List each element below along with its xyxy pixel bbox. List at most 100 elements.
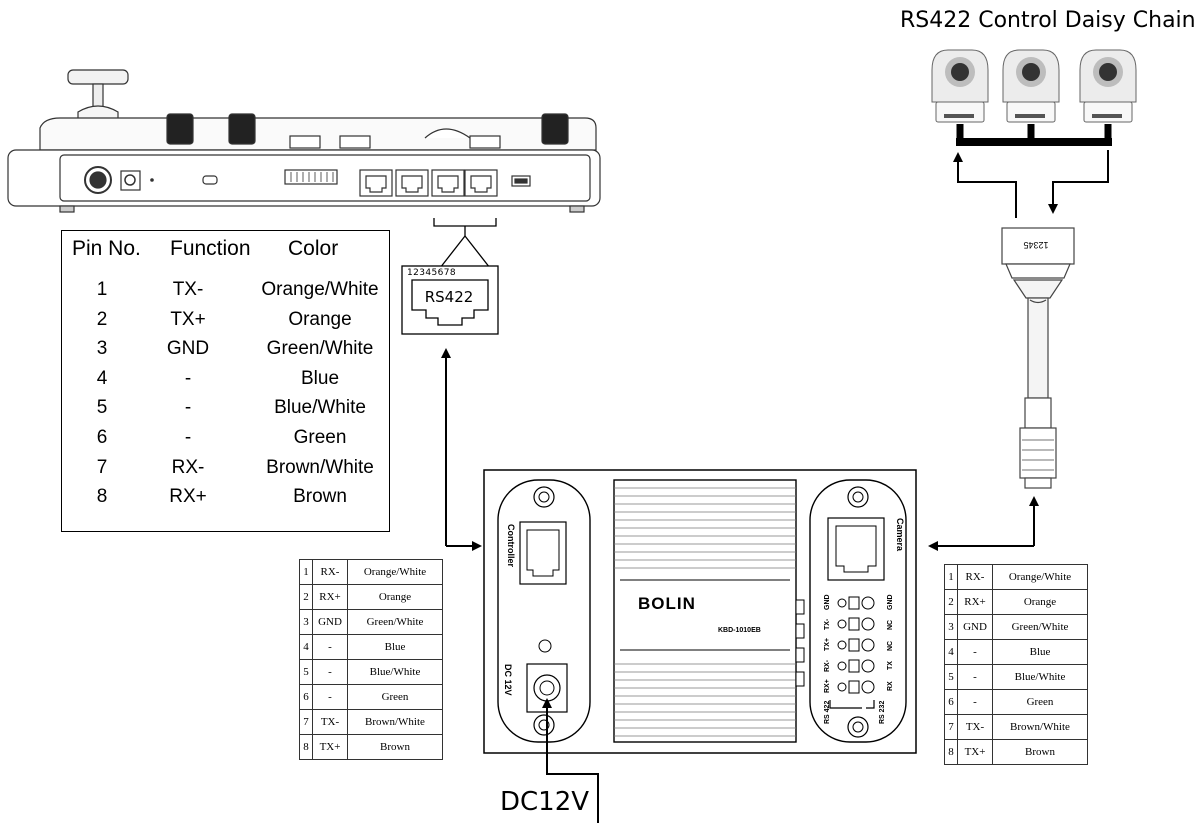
pin-number: 6 bbox=[944, 689, 958, 715]
pin-color: Orange bbox=[288, 308, 352, 330]
pin-color: Orange/White bbox=[992, 564, 1088, 590]
pin-number: 2 bbox=[299, 584, 313, 610]
pin-table-row: 4-Blue bbox=[299, 634, 443, 660]
pin-no-header: Pin No. bbox=[72, 237, 141, 260]
function-header: Function bbox=[170, 237, 251, 260]
term-left-2: TX+ bbox=[824, 638, 831, 651]
rs422-adapter-cable bbox=[1001, 227, 1075, 489]
pin-function: TX+ bbox=[957, 739, 993, 765]
pin-number: 2 bbox=[944, 589, 958, 615]
pin-function: - bbox=[957, 689, 993, 715]
pin-number: 1 bbox=[96, 279, 108, 300]
pin-color: Orange/White bbox=[347, 559, 443, 585]
pin-number: 8 bbox=[96, 486, 108, 508]
pin-number: 1 bbox=[944, 564, 958, 590]
pin-color: Orange bbox=[992, 589, 1088, 615]
pin-number: 8 bbox=[944, 739, 958, 765]
pin-function: - bbox=[312, 634, 348, 660]
pin-function: - bbox=[312, 684, 348, 710]
pin-number: 5 bbox=[944, 664, 958, 690]
adapter-pin-numbers: 12345 bbox=[1023, 240, 1048, 250]
pin-table-row: 5-Blue/White bbox=[944, 664, 1088, 690]
pin-number: 5 bbox=[299, 659, 313, 685]
rs422-port-diagram bbox=[401, 265, 499, 335]
pin-function: - bbox=[184, 367, 192, 389]
pin-number: 7 bbox=[944, 714, 958, 740]
pin-color: Blue/White bbox=[347, 659, 443, 685]
pin-color: Brown bbox=[992, 739, 1088, 765]
pin-number: 4 bbox=[299, 634, 313, 660]
extender-model: KBD-1010EB bbox=[718, 627, 761, 634]
pin-number: 5 bbox=[96, 397, 108, 419]
pin-function: RX- bbox=[957, 564, 993, 590]
pin-color: Green bbox=[293, 427, 347, 448]
ptz-camera-3 bbox=[1079, 49, 1137, 123]
pin-color: Green bbox=[347, 684, 443, 710]
pin-color: Blue/White bbox=[992, 664, 1088, 690]
pin-color: Green/White bbox=[347, 609, 443, 635]
daisy-chain-title: RS422 Control Daisy Chain bbox=[900, 8, 1196, 33]
rs422-port-label: RS422 bbox=[424, 288, 474, 306]
port-bracket bbox=[433, 218, 497, 269]
pin-number: 2 bbox=[96, 308, 108, 330]
term-right-4: RX bbox=[887, 681, 894, 691]
pin-color: Orange/White bbox=[261, 279, 379, 300]
pin-function: GND bbox=[166, 338, 210, 360]
rs422-pin-numbers: 12345678 bbox=[407, 268, 457, 278]
terminal-right-labels: GND NC NC TX RX bbox=[887, 594, 894, 691]
pin-function: GND bbox=[957, 614, 993, 640]
pin-number: 4 bbox=[96, 367, 108, 389]
ptz-camera-1 bbox=[931, 49, 989, 123]
pin-function: - bbox=[957, 639, 993, 665]
pin-number: 7 bbox=[96, 456, 108, 478]
pin-color: Green bbox=[992, 689, 1088, 715]
pin-number: 6 bbox=[299, 684, 313, 710]
pin-color: Green/White bbox=[992, 614, 1088, 640]
term-left-4: RX+ bbox=[824, 679, 831, 693]
pin-number: 3 bbox=[299, 609, 313, 635]
term-left-1: TX- bbox=[824, 618, 831, 630]
connection-arrows bbox=[441, 348, 1039, 823]
terminal-left-labels: GND TX- TX+ RX- RX+ bbox=[824, 594, 831, 693]
term-right-1: NC bbox=[887, 620, 894, 630]
pin-function: TX- bbox=[957, 714, 993, 740]
pin-number: 3 bbox=[96, 338, 108, 360]
extender-brand: BOLIN bbox=[638, 594, 696, 613]
ptz-keyboard-controller bbox=[7, 69, 601, 213]
term-left-0: GND bbox=[824, 594, 831, 610]
daisy-chain-bus bbox=[956, 124, 1112, 146]
pin-table-row: 6-Green bbox=[944, 689, 1088, 715]
pin-number: 8 bbox=[299, 734, 313, 760]
power-label: DC12V bbox=[500, 787, 590, 817]
pin-function: TX+ bbox=[312, 734, 348, 760]
rs232-group-label: RS 232 bbox=[879, 701, 886, 724]
pin-function: - bbox=[184, 427, 192, 448]
pin-table-row: 4-Blue bbox=[944, 639, 1088, 665]
pin-function: RX+ bbox=[169, 486, 207, 508]
pin-function: TX+ bbox=[170, 308, 206, 330]
pin-color: Brown bbox=[293, 486, 347, 508]
extender-unit bbox=[483, 469, 917, 754]
term-right-2: NC bbox=[887, 641, 894, 651]
pin-function: GND bbox=[312, 609, 348, 635]
pin-number: 4 bbox=[944, 639, 958, 665]
pin-function: RX- bbox=[312, 559, 348, 585]
pin-number: 3 bbox=[944, 614, 958, 640]
ptz-camera-2 bbox=[1002, 49, 1060, 123]
pin-table-row: 6-Green bbox=[299, 684, 443, 710]
daisy-chain-arrows bbox=[953, 150, 1109, 218]
pin-function: - bbox=[312, 659, 348, 685]
pin-function: - bbox=[184, 397, 192, 419]
pin-color: Orange bbox=[347, 584, 443, 610]
pin-function: RX- bbox=[171, 456, 205, 478]
